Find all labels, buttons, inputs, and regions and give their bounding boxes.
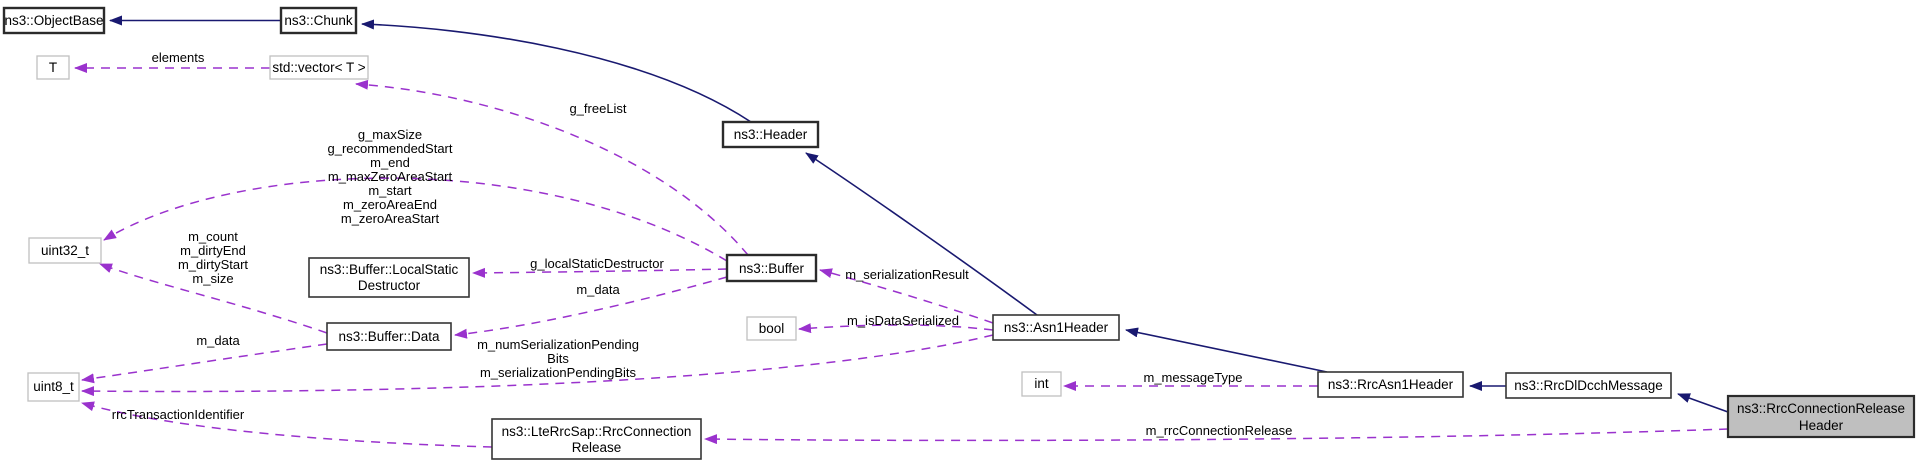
edge-usage-asn1header-to-uint8-pendingbits: [81, 334, 994, 397]
node-box[interactable]: [721, 120, 820, 149]
edge-usage-buffer-to-localstaticdestructor: [472, 267, 728, 278]
svg-text:m_serializationPendingBits: m_serializationPendingBits: [480, 365, 637, 380]
node-box[interactable]: [992, 314, 1120, 341]
edge-label-buffer-to-uint32: g_maxSize g_recommendedStart m_end m_max…: [327, 127, 452, 226]
node-box[interactable]: [1505, 372, 1672, 399]
node-box[interactable]: [1317, 371, 1464, 398]
edge-usage-bufferdata-to-uint32: [99, 263, 328, 334]
node-bool: bool: [746, 316, 797, 341]
node-label: ns3::Buffer: [739, 261, 805, 276]
edge-usage-asn1header-to-buffer-serializationresult: [819, 268, 994, 324]
node-label-line2: Header: [1799, 418, 1844, 433]
edge-label-m-serializationresult: m_serializationResult: [845, 267, 969, 282]
node-label: ns3::Asn1Header: [1004, 320, 1109, 335]
edge-label-rrctransactionidentifier: rrcTransactionIdentifier: [112, 407, 245, 422]
node-box[interactable]: [308, 257, 470, 298]
svg-text:m_size: m_size: [192, 271, 233, 286]
node-ns3-objectbase[interactable]: ns3::ObjectBase: [2, 6, 106, 35]
node-box: [27, 372, 80, 402]
svg-text:m_zeroAreaEnd: m_zeroAreaEnd: [343, 197, 437, 212]
svg-text:m_maxZeroAreaStart: m_maxZeroAreaStart: [328, 169, 453, 184]
node-box[interactable]: [2, 6, 106, 35]
node-uint8-t: uint8_t: [27, 372, 80, 402]
node-box: [36, 55, 70, 80]
node-label: bool: [759, 321, 785, 336]
edge-usage-asn1header-to-bool-isdataserialized: [798, 323, 994, 334]
edge-inheritance-rrcconnectionreleaseheader-to-rrcdldcchmessage: [1677, 393, 1729, 413]
node-std-vector: std::vector< T >: [269, 55, 369, 80]
node-box[interactable]: [279, 6, 358, 35]
edge-label-m-rrcconnectionrelease: m_rrcConnectionRelease: [1146, 423, 1293, 438]
node-label: ns3::ObjectBase: [4, 13, 103, 28]
node-box[interactable]: [725, 253, 818, 283]
node-ns3-rrcasn1header[interactable]: ns3::RrcAsn1Header: [1317, 371, 1464, 398]
node-label-line2: Destructor: [358, 278, 421, 293]
node-box: [746, 316, 797, 341]
node-ns3-chunk[interactable]: ns3::Chunk: [279, 6, 358, 35]
edge-label-m-messagetype: m_messageType: [1144, 370, 1243, 385]
node-box: [1021, 371, 1062, 397]
node-ns3-asn1header[interactable]: ns3::Asn1Header: [992, 314, 1120, 341]
node-box: [28, 237, 102, 264]
svg-text:m_dirtyStart: m_dirtyStart: [178, 257, 248, 272]
svg-text:g_maxSize: g_maxSize: [358, 127, 422, 142]
svg-text:m_numSerializationPending: m_numSerializationPending: [477, 337, 639, 352]
node-int: int: [1021, 371, 1062, 397]
svg-text:m_count: m_count: [188, 229, 238, 244]
node-label: ns3::Buffer::Data: [338, 329, 440, 344]
node-ns3-buffer[interactable]: ns3::Buffer: [725, 253, 818, 283]
node-label-line1: ns3::Buffer::LocalStatic: [320, 262, 459, 277]
node-label: ns3::Header: [734, 127, 808, 142]
edge-label-asn1-to-uint8: m_numSerializationPending Bits m_seriali…: [477, 337, 639, 380]
node-ns3-rrcdldcchmessage[interactable]: ns3::RrcDlDcchMessage: [1505, 372, 1672, 399]
node-label: int: [1034, 376, 1049, 391]
svg-text:m_zeroAreaStart: m_zeroAreaStart: [341, 211, 440, 226]
node-label-line2: Release: [572, 440, 622, 455]
edge-label-m-isdataserialized: m_isDataSerialized: [847, 313, 959, 328]
edge-label-g-localstaticdestructor: g_localStaticDestructor: [530, 256, 664, 271]
edge-label-m-data-bufferdata: m_data: [196, 333, 240, 348]
edge-inheritance-asn1header-to-header: [805, 152, 1038, 316]
node-label-line1: ns3::RrcConnectionRelease: [1737, 401, 1905, 416]
node-box[interactable]: [326, 322, 452, 351]
node-ns3-buffer-localstaticdestructor[interactable]: ns3::Buffer::LocalStatic Destructor: [308, 257, 470, 298]
edge-label-m-data-buffer: m_data: [576, 282, 620, 297]
edge-usage-rrcconnectionreleaseheader-to-rrcconnectionrelease: [704, 428, 1729, 445]
node-uint32-t: uint32_t: [28, 237, 102, 264]
node-label: ns3::RrcAsn1Header: [1328, 377, 1454, 392]
edge-usage-bufferdata-to-uint8-mdata: [81, 343, 328, 384]
node-box[interactable]: [491, 418, 702, 460]
node-label: std::vector< T >: [272, 60, 365, 75]
node-label-line1: ns3::LteRrcSap::RrcConnection: [502, 424, 692, 439]
svg-text:Bits: Bits: [547, 351, 569, 366]
node-ns3-buffer-data[interactable]: ns3::Buffer::Data: [326, 322, 452, 351]
node-label: ns3::Chunk: [284, 13, 353, 28]
node-box: [1726, 394, 1916, 439]
node-label: uint32_t: [41, 243, 89, 258]
node-t: T: [36, 55, 70, 80]
svg-text:g_recommendedStart: g_recommendedStart: [327, 141, 452, 156]
edge-label-g-freelist: g_freeList: [569, 101, 626, 116]
node-ns3-lterrcsap-rrcconnectionrelease[interactable]: ns3::LteRrcSap::RrcConnection Release: [491, 418, 702, 460]
edge-usage-rrcconnectionrelease-to-uint8-rrctransactionidentifier: [81, 401, 493, 448]
edge-label-bufferdata-to-uint32: m_count m_dirtyEnd m_dirtyStart m_size: [178, 229, 248, 286]
edge-usage-buffer-to-bufferdata-mdata: [454, 276, 728, 339]
node-label: T: [49, 60, 57, 75]
svg-text:m_start: m_start: [368, 183, 412, 198]
node-label: uint8_t: [33, 379, 74, 394]
node-ns3-header[interactable]: ns3::Header: [721, 120, 820, 149]
node-label: ns3::RrcDlDcchMessage: [1514, 378, 1663, 393]
svg-text:m_dirtyEnd: m_dirtyEnd: [180, 243, 246, 258]
svg-text:m_end: m_end: [370, 155, 410, 170]
node-box: [269, 55, 369, 80]
edge-inheritance-rrcasn1header-to-asn1header: [1125, 327, 1328, 373]
edge-label-elements: elements: [152, 50, 205, 65]
edge-inheritance-header-to-chunk: [361, 19, 752, 123]
node-ns3-rrcconnectionreleaseheader-selected: ns3::RrcConnectionRelease Header: [1726, 394, 1916, 439]
